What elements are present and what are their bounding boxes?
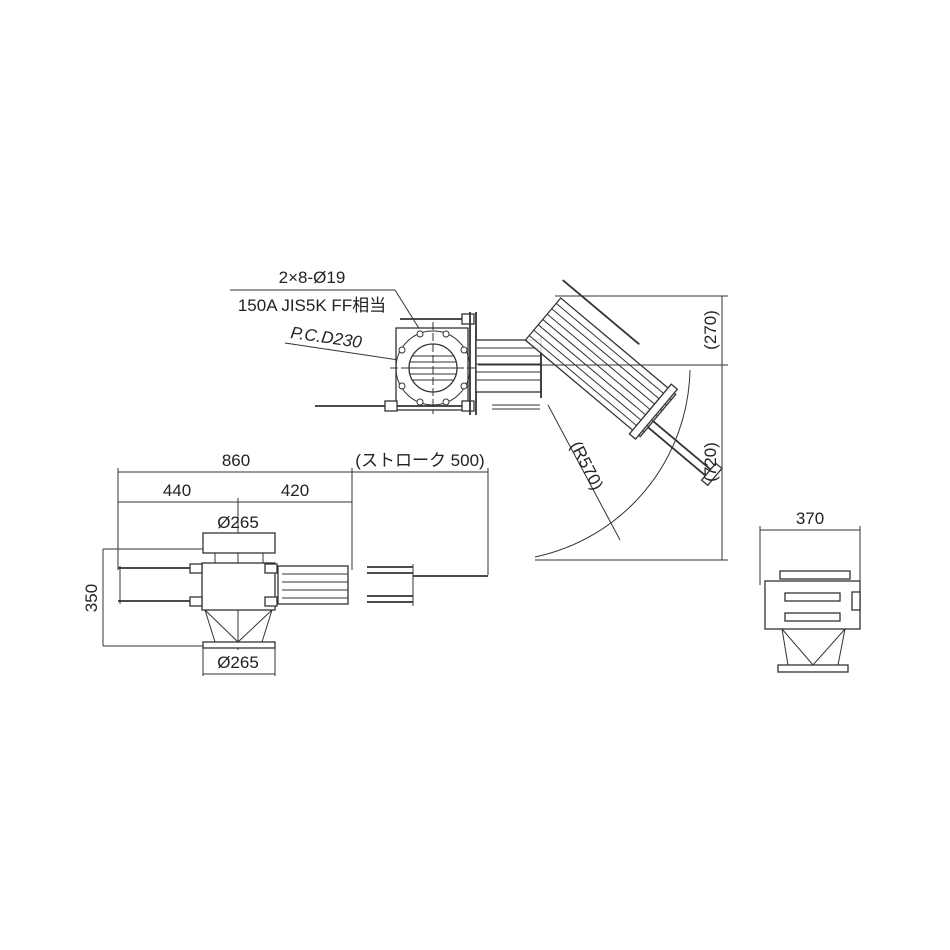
dim-stroke: (ストローク 500)	[355, 451, 484, 470]
top-view: 2×8-Ø19 150A JIS5K FF相当 P.C.D230	[230, 268, 728, 561]
top-flange	[202, 532, 276, 554]
dim-bottom-diameter: Ø265	[217, 653, 259, 672]
pcd-label: P.C.D230	[289, 323, 363, 352]
side-body	[764, 580, 861, 630]
swung-assembly	[524, 279, 723, 487]
bolt-holes-label: 2×8-Ø19	[279, 268, 346, 287]
cylinder	[475, 339, 542, 393]
dim-370: 370	[796, 509, 824, 528]
bottom-flange	[202, 641, 276, 649]
flange-spec-label: 150A JIS5K FF相当	[238, 296, 386, 315]
bolt-holes	[398, 330, 468, 406]
dim-top-diameter: Ø265	[217, 513, 259, 532]
side-view: 370	[759, 509, 861, 673]
radius-label: (R570)	[566, 438, 607, 493]
bolt-leader	[394, 289, 421, 331]
dim-860: 860	[222, 451, 250, 470]
dim-270: (270)	[701, 310, 720, 350]
dim-720: (720)	[701, 442, 720, 482]
dim-440: 440	[163, 481, 191, 500]
side-bottom-flange	[777, 664, 849, 673]
front-view: 860 (ストローク 500) 440 420 Ø265 350	[82, 451, 489, 676]
swing-arc	[534, 369, 691, 558]
gate-body	[201, 562, 276, 611]
dim-350: 350	[82, 584, 101, 612]
dim-420: 420	[281, 481, 309, 500]
